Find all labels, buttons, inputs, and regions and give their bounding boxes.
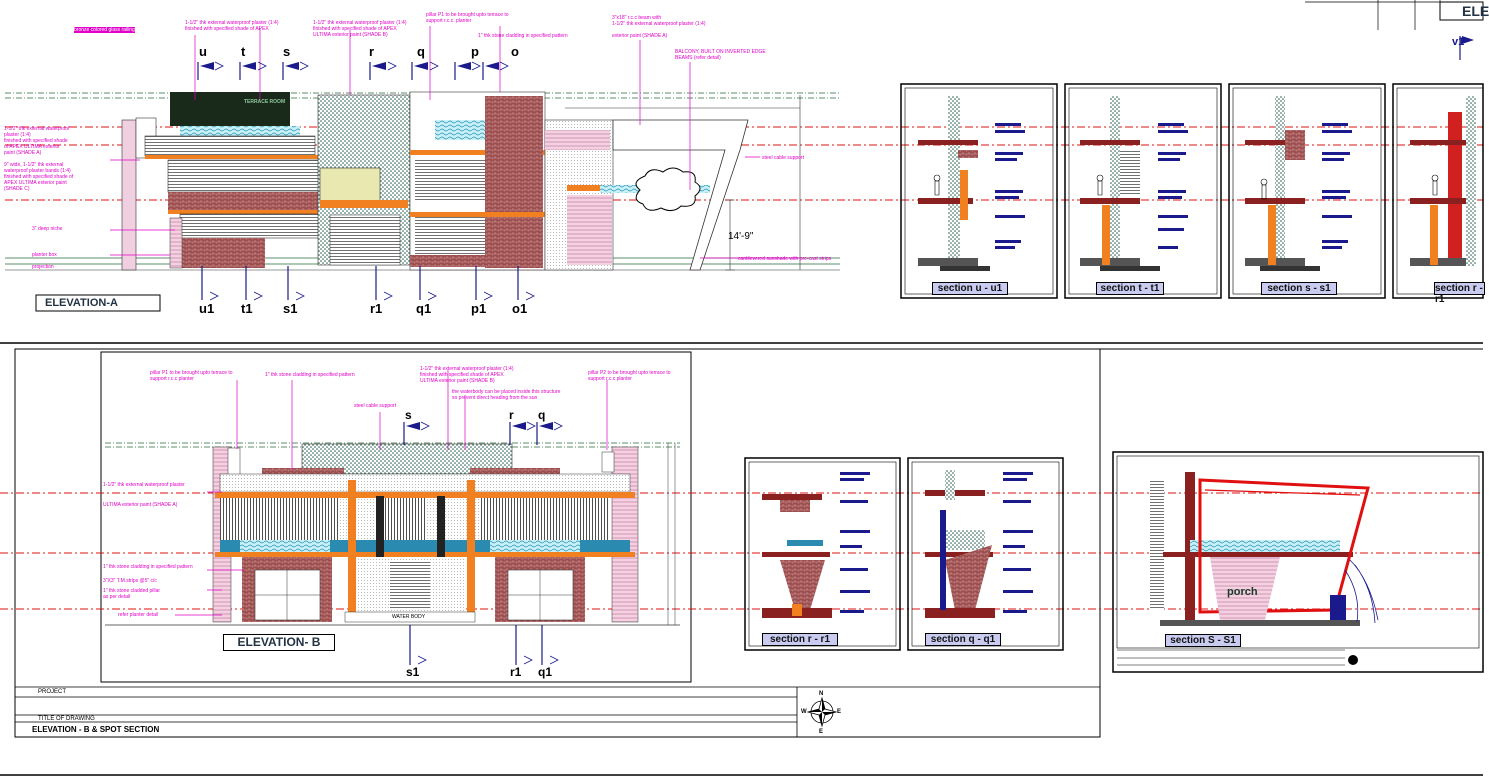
corner-drawing xyxy=(1305,0,1484,60)
note-plaster-1: 1-1/2" thk external waterproof plaster (… xyxy=(185,20,279,32)
note-plaster-2: 1-1/2" thk external waterproof plaster (… xyxy=(313,20,407,38)
section-mark-u: u xyxy=(199,44,207,59)
note-b-stone-2: 1" thk stone cladding in specified patte… xyxy=(103,564,193,570)
section-mark-q1-b: q1 xyxy=(538,665,553,679)
section-r-title: section r - r1 xyxy=(1434,282,1485,305)
section-mark-q: q xyxy=(417,44,425,59)
section-mark-s1-b: s1 xyxy=(406,665,420,679)
section-mark-r-b: r xyxy=(509,408,514,422)
note-steel-cable: steel cable support xyxy=(762,155,804,161)
drawing-label: TITLE OF DRAWING xyxy=(38,716,95,722)
compass-south: E xyxy=(819,729,824,735)
note-b-plaster: 1-1/2" thk external waterproof plaster (… xyxy=(420,366,514,384)
section-mark-q1: q1 xyxy=(416,301,432,316)
section-mark-s1: s1 xyxy=(283,301,298,316)
corner-title: ELE xyxy=(1462,3,1489,19)
title-block-drawing xyxy=(15,686,1100,737)
note-b-pillar: 1" thk stone cladded pillar as per detai… xyxy=(103,588,161,600)
section-S-S1-title: section S - S1 xyxy=(1165,634,1241,647)
note-planter-box: planter box xyxy=(32,252,57,258)
section-t-title: section t - t1 xyxy=(1096,282,1164,295)
note-b-paint: ULTIMA exterior paint (SHADE A) xyxy=(103,502,178,508)
section-mark-r1-b: r1 xyxy=(510,665,522,679)
waterbody-label: WATER BODY xyxy=(392,614,426,620)
section-s-title: section s - s1 xyxy=(1261,282,1337,295)
note-projection: projection xyxy=(32,264,54,270)
note-b-strips: 3"X3" T.M.strips @5" c/c xyxy=(103,578,157,584)
elevation-b-drawing xyxy=(0,370,1483,665)
note-sunshade: cantilevered sunshade with pre-cast stri… xyxy=(738,256,832,262)
top-sections-drawing xyxy=(900,83,1484,299)
section-u-title: section u - u1 xyxy=(932,282,1008,295)
note-b-pillar-p2: pillar P2 to be brought upto terrace to … xyxy=(588,370,671,382)
note-b-plaster-2: 1-1/2" thk external waterproof plaster xyxy=(103,482,185,488)
section-mark-o: o xyxy=(511,44,519,59)
note-balcony: BALCONY, BUILT ON INVERTED EDGE BEAMS (r… xyxy=(675,49,766,61)
section-mark-s-b: s xyxy=(405,408,412,422)
compass-north: N xyxy=(819,691,824,697)
compass-east: E xyxy=(837,709,842,715)
section-mark-o1: o1 xyxy=(512,301,528,316)
note-b-planter: refer planter detail xyxy=(118,612,159,618)
note-exterior-paint: exterior paint (SHADE A) xyxy=(612,33,668,39)
section-mark-q-b: q xyxy=(538,408,546,422)
section-mark-u1: u1 xyxy=(199,301,215,316)
note-b-pillar-p1: pillar P1 to be brought upto terrace to … xyxy=(150,370,233,382)
section-mark-s: s xyxy=(283,44,291,59)
note-glass-railing: bronze colored glass railing xyxy=(74,27,135,33)
note-b-waterbody: the waterbody can be placed inside this … xyxy=(452,389,561,401)
note-plaster-bands: 9" wide, 1-1/2" thk external waterproof … xyxy=(4,162,74,192)
elevation-b-title: ELEVATION- B xyxy=(223,634,335,651)
elevation-a-title: ELEVATION-A xyxy=(45,297,118,309)
note-stone-cladding: 1" thk stone cladding in specified patte… xyxy=(478,33,568,39)
section-mark-p: p xyxy=(471,44,479,59)
lower-frame xyxy=(0,342,1483,776)
porch-label: porch xyxy=(1227,586,1258,598)
drawing-title: ELEVATION - B & SPOT SECTION xyxy=(32,725,160,734)
section-mark-t1: t1 xyxy=(241,301,253,316)
elevation-a-drawing xyxy=(5,26,1483,312)
note-rcc-beam: 3"x18" r.c.c beam with 1-1/2" thk extern… xyxy=(612,15,706,27)
note-niche: 3" deep niche xyxy=(32,226,63,232)
note-b-steel-cable: steel cable support xyxy=(354,403,396,409)
note-pillar-p1: pillar P1 to be brought upto terrace to … xyxy=(426,12,509,24)
note-plaster-3: 1-1/2" thk external waterproof plaster (… xyxy=(4,126,70,156)
dimension-label: 14'-9" xyxy=(728,231,754,242)
section-mark-r1: r1 xyxy=(370,301,383,316)
bottom-sections-drawing xyxy=(744,451,1484,673)
section-r-r1-title: section r - r1 xyxy=(762,633,838,646)
section-mark-p1: p1 xyxy=(471,301,487,316)
corner-mark-v1: v1 xyxy=(1452,36,1465,48)
compass-west: W xyxy=(801,709,807,715)
section-mark-r: r xyxy=(369,44,375,59)
note-b-stone: 1" thk stone cladding in specified patte… xyxy=(265,372,355,378)
section-mark-t: t xyxy=(241,44,246,59)
section-q-q1-title: section q - q1 xyxy=(925,633,1001,646)
terrace-room-label: TERRACE ROOM xyxy=(244,99,286,105)
project-label: PROJECT xyxy=(38,689,67,695)
